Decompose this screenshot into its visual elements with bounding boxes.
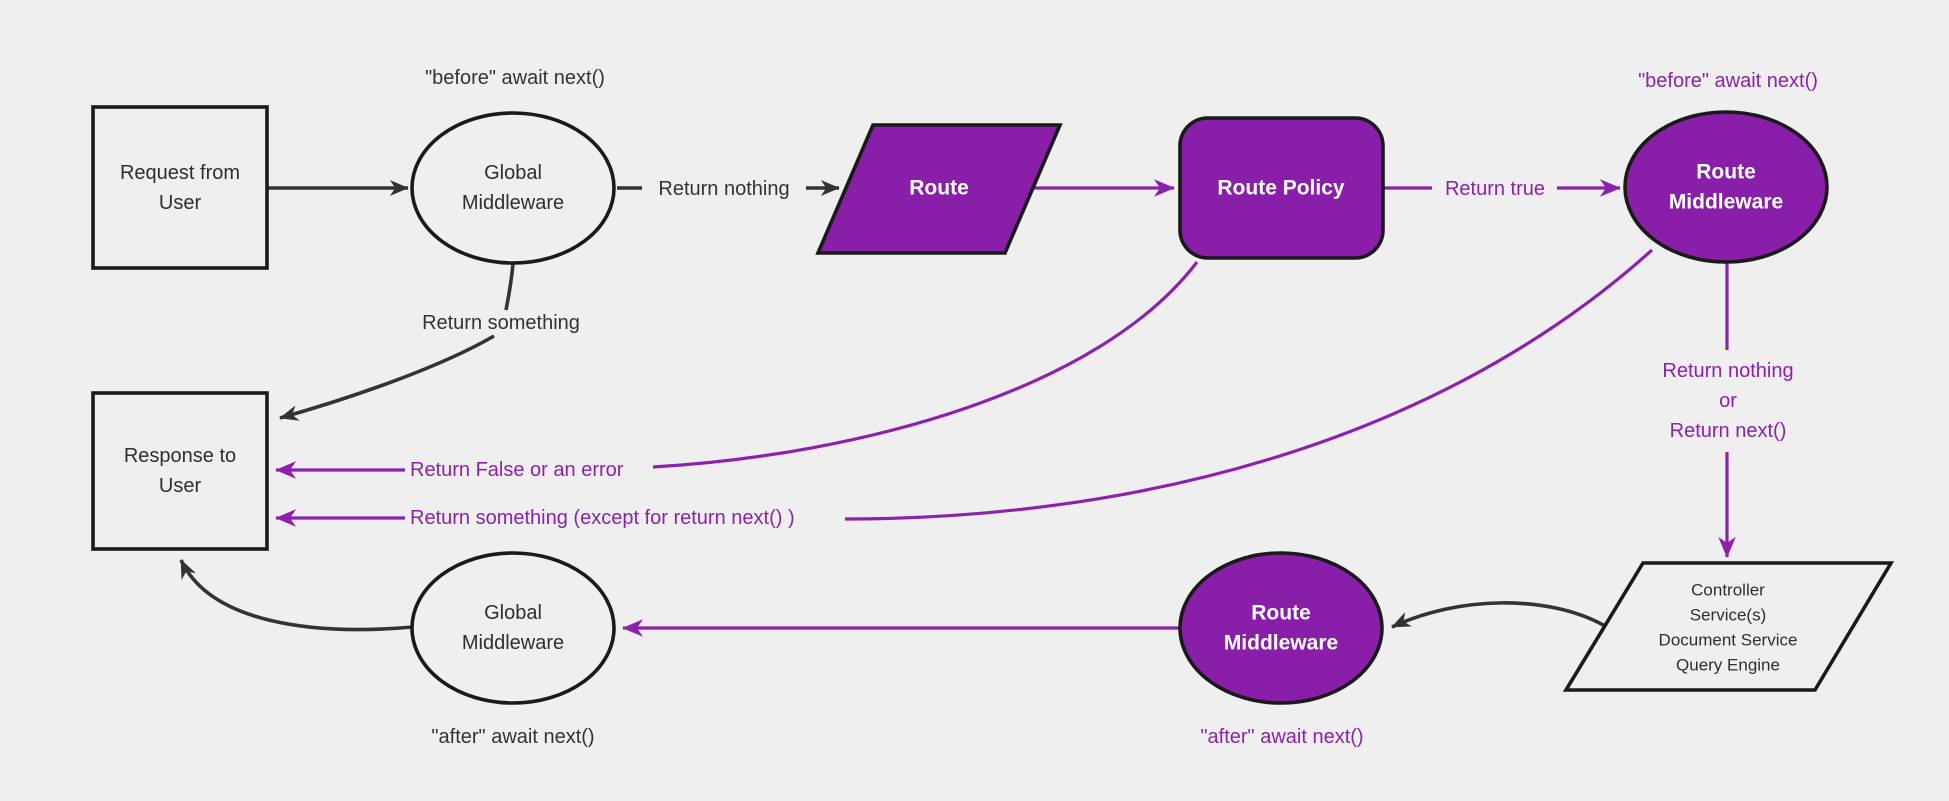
global-middleware-top-label-line1: Global	[484, 162, 542, 184]
response-to-user-shape	[91, 391, 269, 551]
route-label: Route	[909, 177, 969, 200]
route-middleware-top-label-line1: Route	[1696, 161, 1756, 184]
node-route-policy: Route Policy	[1178, 116, 1385, 260]
label-return-nothing-or-line3: Return next()	[1670, 420, 1787, 442]
node-controller-block: Controller Service(s) Document Service Q…	[1562, 561, 1895, 692]
node-global-middleware-bottom: Global Middleware	[410, 551, 616, 705]
label-return-something: Return something	[422, 312, 580, 334]
edge-return-something-bottom-segment	[279, 334, 495, 421]
route-shape	[815, 123, 1063, 255]
node-route: Route	[815, 123, 1063, 255]
global-middleware-bottom-label-line2: Middleware	[462, 632, 564, 654]
label-return-something-except: Return something (except for return next…	[410, 507, 795, 529]
global-middleware-bottom-shape	[410, 551, 616, 705]
edge-return-something-top-segment	[504, 263, 515, 311]
label-before-await-top-right: "before" await next()	[1638, 70, 1818, 92]
route-policy-label: Route Policy	[1217, 177, 1345, 200]
route-middleware-bottom-shape	[1178, 551, 1384, 705]
request-from-user-shape	[91, 105, 269, 270]
route-policy-shape	[1178, 116, 1385, 260]
label-after-await-bottom-middle: "after" await next()	[1200, 726, 1363, 748]
edge-return-false-curve	[652, 261, 1199, 469]
global-middleware-bottom-label-line1: Global	[484, 602, 542, 624]
controller-block-label-line2: Service(s)	[1690, 606, 1767, 625]
response-to-user-label-line2: User	[159, 475, 202, 497]
edge-controller-to-route-middleware-bottom	[1391, 601, 1606, 629]
label-return-nothing-or-line2: or	[1719, 390, 1737, 412]
global-middleware-top-label-line2: Middleware	[462, 192, 564, 214]
route-middleware-top-shape	[1623, 110, 1829, 264]
label-return-nothing: Return nothing	[658, 178, 789, 200]
node-route-middleware-top: Route Middleware	[1623, 110, 1829, 264]
response-to-user-label-line1: Response to	[124, 445, 236, 467]
controller-block-shape	[1562, 561, 1895, 692]
node-request-from-user: Request from User	[91, 105, 269, 270]
global-middleware-top-shape	[410, 111, 616, 265]
label-before-await-top-left: "before" await next()	[425, 67, 605, 89]
route-middleware-bottom-label-line1: Route	[1251, 602, 1311, 625]
route-middleware-top-label-line2: Middleware	[1669, 191, 1783, 214]
controller-block-label-line4: Query Engine	[1676, 656, 1780, 675]
node-global-middleware-top: Global Middleware	[410, 111, 616, 265]
request-from-user-label-line1: Request from	[120, 162, 240, 184]
controller-block-label-line3: Document Service	[1659, 631, 1798, 650]
edge-global-middleware-bottom-to-response	[179, 559, 414, 632]
node-response-to-user: Response to User	[91, 391, 269, 551]
label-return-nothing-or-line1: Return nothing	[1662, 360, 1793, 382]
controller-block-label-line1: Controller	[1691, 581, 1765, 600]
label-after-await-bottom-left: "after" await next()	[431, 726, 594, 748]
request-from-user-label-line2: User	[159, 192, 202, 214]
node-route-middleware-bottom: Route Middleware	[1178, 551, 1384, 705]
edge-return-something-except-curve	[844, 248, 1654, 521]
route-middleware-bottom-label-line2: Middleware	[1224, 632, 1338, 655]
label-return-false-or-error: Return False or an error	[410, 459, 624, 481]
label-return-true: Return true	[1445, 178, 1545, 200]
